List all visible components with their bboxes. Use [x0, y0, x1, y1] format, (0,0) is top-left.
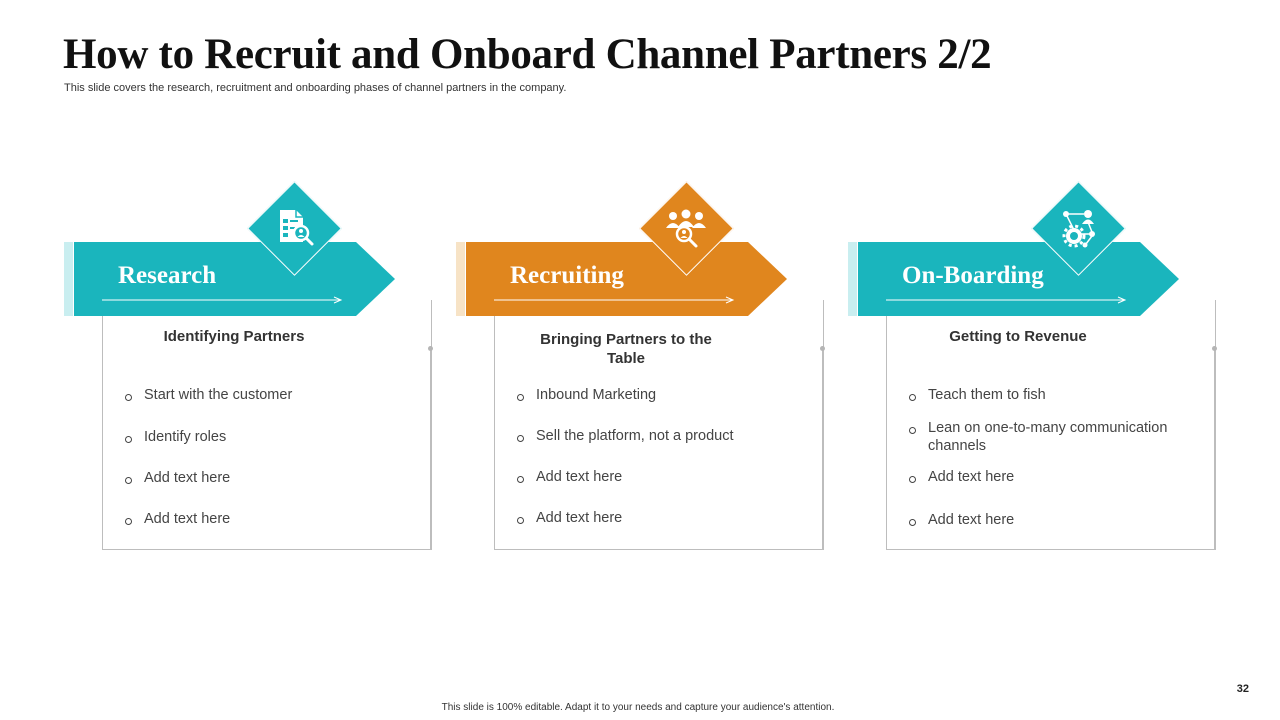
- phase-heading: Bringing Partners to the Table: [540, 331, 712, 367]
- network-gear-icon: [1062, 210, 1095, 248]
- list-item: Add text here: [908, 468, 1198, 486]
- list-item: Start with the customer: [124, 386, 414, 404]
- phase-icon-badge: [247, 181, 342, 276]
- list-item: Identify roles: [124, 428, 414, 446]
- slide-subtitle: This slide covers the research, recruitm…: [64, 82, 567, 94]
- list-item: Add text here: [124, 469, 414, 487]
- connector-line: [1214, 350, 1215, 550]
- phase-icon-badge: [1031, 181, 1126, 276]
- phase-label: Recruiting: [510, 262, 624, 289]
- phase-heading: Identifying Partners: [163, 328, 305, 345]
- phase-banner: [456, 242, 788, 316]
- list-item: Teach them to fish: [908, 386, 1198, 404]
- phase-item-list: Teach them to fish Lean on one-to-many c…: [908, 386, 1198, 529]
- list-item: Add text here: [516, 468, 806, 486]
- connector-line: [430, 350, 431, 550]
- phase-icon-badge: [639, 181, 734, 276]
- phase-label: Research: [118, 262, 217, 289]
- document-search-icon: [280, 210, 314, 246]
- page-number: 32: [1236, 683, 1249, 695]
- phase-card-recruiting: Recruiting Bringing Partners to the Tabl…: [456, 181, 825, 554]
- slide-title: How to Recruit and Onboard Channel Partn…: [63, 31, 992, 78]
- connector-dot: [820, 346, 825, 351]
- phase-card-research: Research Identifying Partners Start with…: [64, 181, 433, 554]
- phase-content-box: [886, 300, 1216, 550]
- phase-heading: Getting to Revenue: [949, 328, 1087, 345]
- people-search-icon: [666, 209, 706, 248]
- phase-card-onboarding: On-Boarding Getting to Revenue Teach the…: [848, 181, 1217, 554]
- list-item: Add text here: [124, 510, 414, 528]
- phase-item-list: Inbound Marketing Sell the platform, not…: [516, 386, 806, 527]
- connector-dot: [1212, 346, 1217, 351]
- phase-item-list: Start with the customer Identify roles A…: [124, 386, 414, 528]
- connector-dot: [428, 346, 433, 351]
- connector-line: [822, 350, 823, 550]
- list-item: Add text here: [516, 509, 806, 527]
- phase-content-box: [102, 300, 432, 550]
- list-item: Lean on one-to-many communication channe…: [908, 419, 1198, 455]
- list-item: Add text here: [908, 511, 1198, 529]
- footer-note: This slide is 100% editable. Adapt it to…: [441, 702, 835, 713]
- list-item: Inbound Marketing: [516, 386, 806, 404]
- phase-label: On-Boarding: [902, 262, 1044, 289]
- list-item: Sell the platform, not a product: [516, 427, 806, 445]
- phase-content-box: [494, 300, 824, 550]
- phase-banner: [848, 242, 1180, 316]
- phase-banner: [64, 242, 396, 316]
